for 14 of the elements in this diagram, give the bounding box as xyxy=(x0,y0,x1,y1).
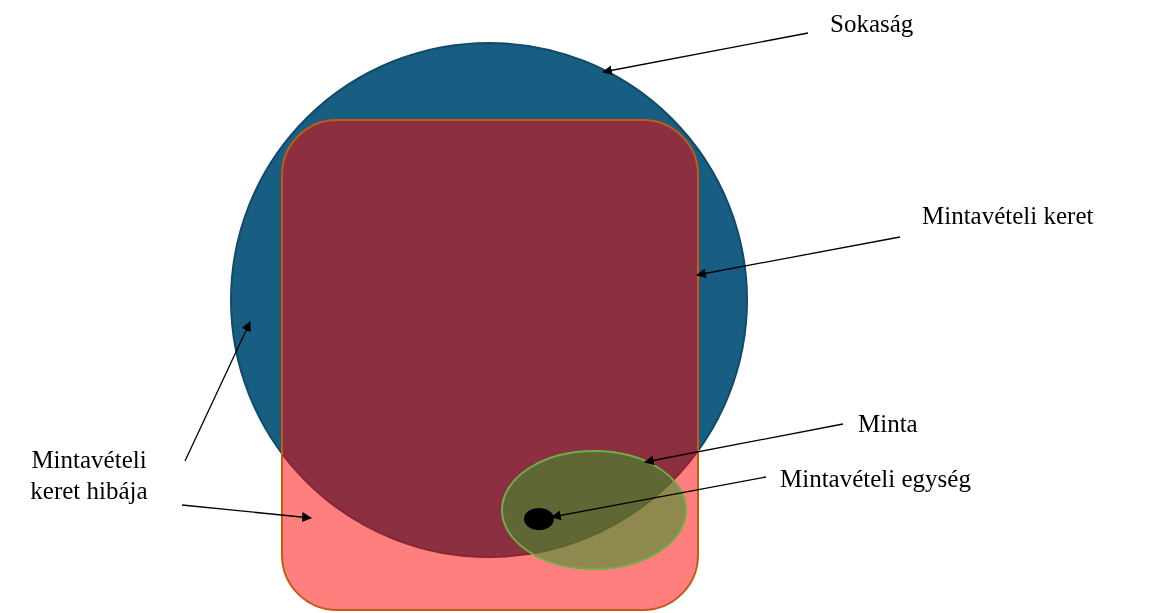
leader-line xyxy=(696,236,901,279)
leader-line xyxy=(181,504,312,523)
sample-ellipse xyxy=(501,450,687,570)
unit-label: Mintavételi egység xyxy=(780,463,971,494)
leader-line xyxy=(602,32,809,76)
leader-line xyxy=(551,476,767,521)
leader-line xyxy=(644,423,844,466)
population-circle xyxy=(230,42,748,558)
frame-error-label: Mintavételi keret hibája xyxy=(4,444,174,506)
sampling-frame-box xyxy=(281,119,699,611)
population-label: Sokaság xyxy=(830,8,914,39)
leader-line xyxy=(184,321,251,462)
sample-label: Minta xyxy=(858,408,918,439)
frame-label: Mintavételi keret xyxy=(922,200,1094,231)
